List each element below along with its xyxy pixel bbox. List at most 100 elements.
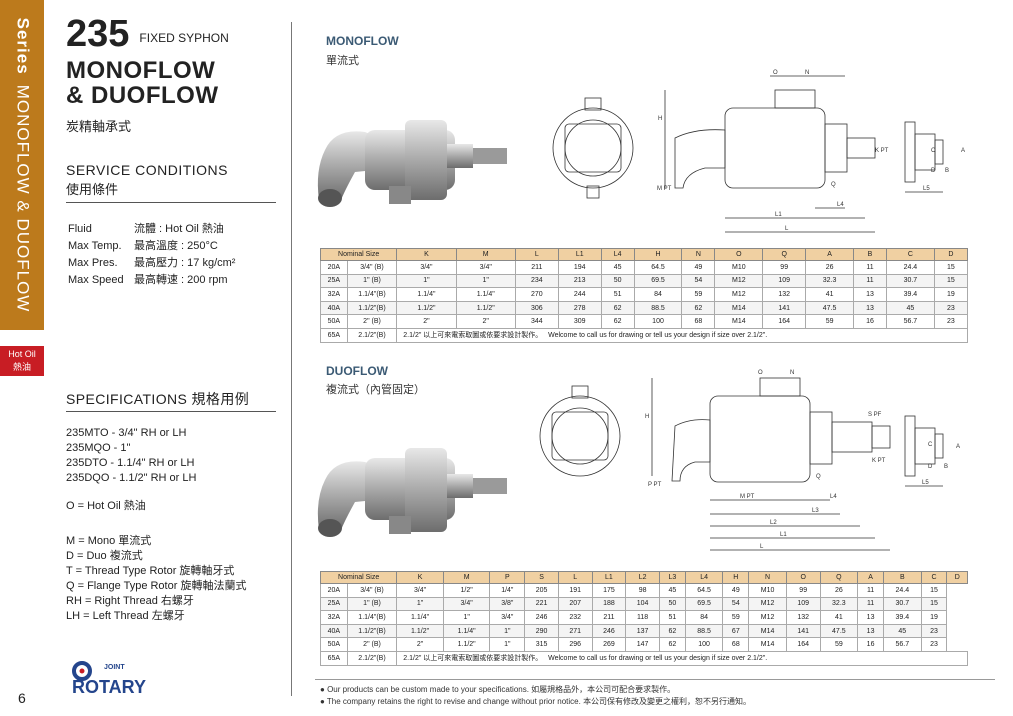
table-cell: 3/4" (B) bbox=[346, 583, 398, 598]
table-cell: 2" (B) bbox=[346, 637, 398, 652]
table-cell: 164 bbox=[785, 637, 821, 652]
table-cell: 69.5 bbox=[684, 596, 724, 612]
title-line1: MONOFLOW bbox=[66, 57, 216, 84]
table-cell: 244 bbox=[557, 287, 602, 302]
table-cell: 23 bbox=[920, 623, 948, 639]
table-cell: 11 bbox=[857, 583, 884, 598]
table-cell: 62 bbox=[600, 314, 635, 329]
table-cell: 54 bbox=[681, 273, 716, 289]
note-cn: 2.1/2" 以上可來電索取圖或依要求設計製作。 bbox=[403, 332, 543, 340]
dim-kpt-label: K PT bbox=[875, 148, 889, 154]
table-cell: 211 bbox=[514, 260, 559, 275]
table-cell: 1" bbox=[489, 637, 526, 652]
dim-l3-label: L3 bbox=[812, 508, 819, 514]
table-cell: 2.1/2"(B) bbox=[346, 327, 398, 343]
spec-code: RH = Right Thread 右螺牙 bbox=[66, 595, 194, 607]
spec-fluid-code: O = Hot Oil 熱油 bbox=[66, 500, 146, 512]
table-cell: 62 bbox=[658, 623, 686, 639]
table-cell: 49 bbox=[722, 583, 750, 598]
table-cell: 290 bbox=[524, 623, 559, 639]
spec-model: 235MQO - 1" bbox=[66, 442, 131, 454]
footer-text: Our products can be custom made to your … bbox=[327, 685, 676, 694]
table-cell: 45 bbox=[883, 623, 922, 639]
table-cell: 84 bbox=[633, 287, 683, 302]
table-cell: 45 bbox=[600, 260, 635, 275]
dim-d-label: D bbox=[928, 464, 933, 470]
col-header: K bbox=[396, 571, 444, 584]
cond-label: Fluid bbox=[68, 223, 92, 235]
spec-code: LH = Left Thread 左螺牙 bbox=[66, 610, 185, 622]
table-cell: 1.1/4" bbox=[455, 287, 516, 302]
dim-spf-label: S PF bbox=[868, 412, 882, 418]
table-cell: 51 bbox=[600, 287, 635, 302]
col-header: P bbox=[489, 571, 526, 584]
specifications-list: 235MTO - 3/4" RH or LH 235MQO - 1" 235DT… bbox=[66, 426, 246, 624]
table-cell: 54 bbox=[722, 596, 750, 612]
table-cell: 194 bbox=[557, 260, 602, 275]
table-cell: M14 bbox=[714, 300, 764, 316]
hot-oil-en: Hot Oil bbox=[8, 349, 36, 359]
dim-a-label: A bbox=[961, 148, 965, 154]
table-cell: 132 bbox=[762, 287, 807, 302]
table-cell: M14 bbox=[748, 637, 787, 652]
table-cell: 49 bbox=[681, 260, 716, 275]
dim-a-label: A bbox=[956, 444, 960, 450]
col-header: C bbox=[885, 248, 935, 261]
table-cell: 315 bbox=[524, 637, 559, 652]
dim-c-label: C bbox=[928, 442, 933, 448]
table-cell: 19 bbox=[920, 610, 948, 625]
table-cell: 2.1/2"(B) bbox=[346, 650, 398, 666]
table-cell: 137 bbox=[625, 623, 660, 639]
table-cell: 62 bbox=[600, 300, 635, 316]
table-cell: 45 bbox=[885, 300, 935, 316]
table-cell: 40A bbox=[320, 623, 348, 639]
monoflow-table: Nominal Size K M L L1 L4 H N O Q A B C D… bbox=[319, 248, 969, 343]
col-header: Nominal Size bbox=[319, 248, 398, 261]
col-header: L2 bbox=[625, 571, 660, 584]
duoflow-title: DUOFLOW bbox=[326, 364, 388, 378]
table-cell: 15 bbox=[920, 583, 948, 598]
table-cell: 306 bbox=[514, 300, 559, 316]
table-cell: 59 bbox=[805, 314, 855, 329]
cond-value: 最高轉速 : 200 rpm bbox=[134, 274, 228, 286]
table-cell: 64.5 bbox=[633, 260, 683, 275]
table-cell: M12 bbox=[748, 610, 787, 625]
logo-rotary-text: ROTARY bbox=[72, 677, 146, 697]
table-cell: 1.1/2" bbox=[396, 623, 444, 639]
table-cell: 205 bbox=[524, 583, 559, 598]
column-divider bbox=[291, 22, 292, 696]
spec-model: 235DQO - 1.1/2" RH or LH bbox=[66, 472, 197, 484]
table-note: 2.1/2" 以上可來電索取圖或依要求設計製作。 Welcome to call… bbox=[396, 650, 968, 666]
table-cell: 234 bbox=[514, 273, 559, 289]
dim-mpt-label: M PT bbox=[740, 494, 755, 500]
table-cell: 16 bbox=[857, 637, 884, 652]
duoflow-product-photo bbox=[317, 448, 507, 537]
logo-joint-text: JOINT bbox=[104, 664, 125, 671]
dim-o-label: O bbox=[758, 370, 763, 376]
table-cell: 62 bbox=[658, 637, 686, 652]
table-cell: 109 bbox=[785, 596, 821, 612]
table-cell: 1.1/4" bbox=[442, 623, 491, 639]
cond-value: 最高溫度 : 250°C bbox=[134, 240, 218, 252]
table-cell: 1.1/2"(B) bbox=[346, 300, 398, 316]
dim-l-label: L bbox=[785, 226, 789, 232]
table-cell: 13 bbox=[857, 610, 884, 625]
table-cell: 1.1/4" bbox=[396, 610, 444, 625]
table-cell: 88.5 bbox=[633, 300, 683, 316]
table-cell: 1.1/2"(B) bbox=[346, 623, 398, 639]
table-cell: M10 bbox=[714, 260, 764, 275]
table-cell: 11 bbox=[857, 596, 884, 612]
cond-value: 最高壓力 : 17 kg/cm² bbox=[134, 257, 236, 269]
table-cell: 141 bbox=[762, 300, 807, 316]
dim-ppt-label: P PT bbox=[648, 482, 662, 488]
dim-l4-label: L4 bbox=[830, 494, 837, 500]
dim-b-label: B bbox=[944, 464, 948, 470]
col-header: M bbox=[455, 248, 516, 261]
